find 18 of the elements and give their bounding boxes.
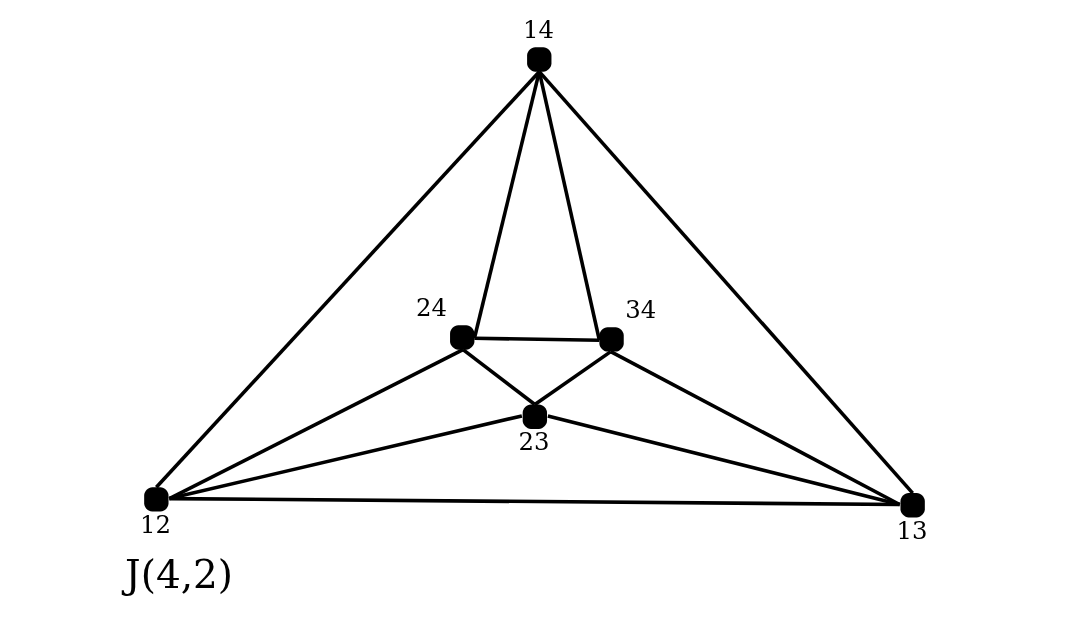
node-label: 13 <box>895 515 927 545</box>
connector <box>473 336 599 343</box>
node-label: 12 <box>139 509 171 539</box>
node-label: 34 <box>624 294 656 324</box>
connector <box>537 70 914 495</box>
node-circle <box>598 327 624 352</box>
connector <box>461 348 536 406</box>
node-label: 14 <box>522 14 554 44</box>
connector <box>533 350 612 406</box>
node-circle <box>449 325 474 350</box>
node-circle <box>522 404 547 429</box>
node-circle <box>526 47 551 72</box>
node-label: 23 <box>518 427 550 457</box>
node-circle <box>143 487 169 512</box>
node-label: 24 <box>415 292 447 322</box>
connector <box>154 70 541 489</box>
node-circle <box>899 493 925 518</box>
connector <box>168 496 900 507</box>
